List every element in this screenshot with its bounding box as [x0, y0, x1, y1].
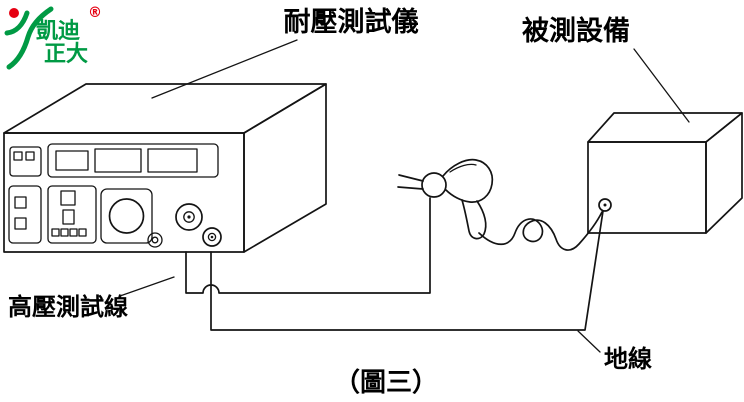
ground-label: 地線	[604, 344, 652, 373]
display-window	[55, 150, 89, 171]
tester-box	[3, 83, 327, 253]
hv-terminal	[175, 203, 203, 231]
test-gun	[397, 158, 494, 240]
panel-screw-center	[151, 236, 159, 244]
hv-terminal-inner	[183, 211, 195, 223]
indicator-lamp	[13, 151, 23, 161]
hv-terminal-pin	[187, 215, 191, 219]
tester-label: 耐壓測試儀	[284, 6, 419, 38]
hv-pointer-line	[119, 276, 175, 297]
panel-switch	[14, 217, 27, 230]
panel-button	[69, 228, 78, 237]
dut-pointer-line	[633, 48, 690, 123]
tester-pointer-line	[151, 39, 298, 99]
logo-body-stroke	[6, 6, 54, 70]
ground-wire	[210, 210, 604, 331]
switch-group-frame	[8, 185, 42, 244]
panel-button	[51, 228, 60, 237]
dut-right-face	[705, 112, 743, 234]
power-cord	[478, 211, 603, 251]
logo-text-line1: 凱迪	[36, 19, 80, 44]
plug-prong	[397, 186, 424, 190]
panel-button	[60, 228, 69, 237]
brand-logo: 凱迪 正大 ®	[4, 5, 102, 70]
tester-top-face	[3, 83, 327, 134]
panel-screw	[147, 232, 163, 248]
tester-front-face	[3, 132, 245, 253]
logo-text-line2: 正大	[44, 42, 88, 67]
ground-terminal-inner	[207, 232, 217, 242]
indicator-group-frame	[9, 146, 42, 177]
dut-box	[587, 112, 743, 234]
figure-caption: （圖三）	[334, 368, 438, 398]
panel-button	[78, 228, 87, 237]
ground-terminal	[202, 227, 222, 247]
hv-test-wire	[185, 197, 431, 294]
plug-body	[421, 172, 447, 198]
dut-front-face	[587, 141, 707, 234]
dut-top-face	[587, 112, 743, 143]
gun-handle	[461, 199, 487, 240]
panel-button	[62, 209, 75, 225]
registered-mark-icon: ®	[88, 5, 102, 21]
display-window	[147, 148, 198, 173]
tester-right-face	[243, 83, 327, 253]
ground-pointer-line	[577, 330, 601, 353]
knob-frame	[100, 188, 153, 244]
button-group-frame	[47, 185, 97, 244]
logo-red-dot	[9, 8, 19, 18]
display-bezel	[47, 143, 219, 178]
panel-switch	[14, 196, 27, 209]
display-window	[94, 148, 142, 173]
dut-terminal	[598, 198, 612, 212]
ground-terminal-pin	[210, 235, 214, 239]
dut-label: 被測設備	[522, 15, 630, 47]
voltage-knob	[108, 198, 145, 234]
hv-terminal-outer	[175, 203, 203, 231]
gun-body	[442, 158, 494, 203]
gun-detail-line	[449, 163, 477, 173]
logo-leaf-stroke	[4, 10, 30, 36]
plug-prong	[398, 174, 424, 182]
dut-terminal-pin	[603, 203, 607, 207]
hv-line-label: 高壓測試線	[8, 292, 128, 321]
panel-button	[60, 190, 76, 206]
ground-terminal-outer	[202, 227, 222, 247]
indicator-lamp	[25, 151, 35, 161]
